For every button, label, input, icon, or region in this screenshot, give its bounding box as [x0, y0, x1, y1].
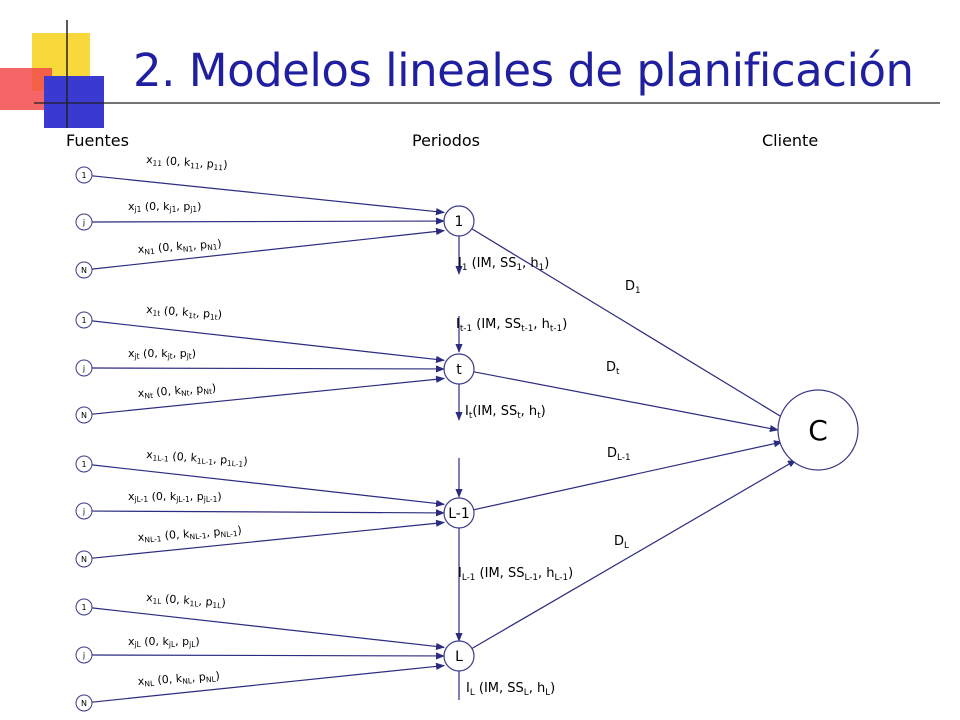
source-node-circle: [75, 311, 93, 329]
edge-label: xjt (0, kjt, pjt): [128, 347, 196, 361]
inventory-label: IL (IM, SSL, hL): [466, 681, 555, 698]
source-node-label: N: [81, 699, 87, 708]
inventory-label: IL-1 (IM, SSL-1, hL-1): [458, 566, 573, 583]
edge-label: x1L-1 (0, k1L-1, p1L-1): [146, 448, 248, 469]
source-node: j: [75, 213, 93, 231]
source-edge-9: [91, 519, 445, 559]
demand-label: DL-1: [607, 446, 631, 463]
demand-label: DL: [614, 534, 629, 551]
demand-edge-1: [471, 228, 791, 423]
source-node-label: j: [82, 651, 85, 660]
edge-label: xNt (0, kNt, pNt): [137, 382, 216, 402]
source-node-circle: [75, 550, 93, 568]
period-node-label: L: [455, 649, 463, 665]
source-node-label: 1: [81, 171, 86, 180]
source-node-circle: [75, 406, 93, 424]
source-edge-5: [91, 365, 445, 373]
source-node: N: [75, 550, 93, 568]
source-node-label: 1: [81, 316, 86, 325]
source-node-circle: [75, 646, 93, 664]
source-node: N: [75, 261, 93, 279]
source-node: j: [75, 359, 93, 377]
period-node: 1: [443, 205, 475, 237]
period-node-circle: [443, 497, 475, 529]
period-node-label: L-1: [448, 506, 470, 522]
source-node-circle: [75, 261, 93, 279]
edge-label: x11 (0, k11, p11): [146, 153, 228, 173]
period-node-circle: [443, 353, 475, 385]
source-edge-11: [91, 652, 445, 660]
client-node: C: [777, 389, 859, 471]
demand-edge-3: [473, 440, 783, 511]
header-fuentes: Fuentes: [66, 131, 129, 150]
page-title: 2. Modelos lineales de planificación: [133, 44, 914, 97]
edge-label: x1L (0, k1L, p1L): [146, 591, 227, 611]
period-node-circle: [443, 640, 475, 672]
source-node-label: 1: [81, 460, 86, 469]
source-node-label: N: [81, 266, 87, 275]
edges-layer: [91, 175, 797, 703]
edge-label: xjL (0, kjL, pjL): [128, 635, 200, 649]
source-edge-12: [91, 662, 445, 703]
title-decoration: [0, 20, 940, 128]
header-cliente: Cliente: [762, 131, 819, 150]
source-node: j: [75, 646, 93, 664]
edge-label: xNL-1 (0, kNL-1, pNL-1): [137, 524, 242, 545]
source-node: j: [75, 502, 93, 520]
edge-label: x1t (0, k1t, p1t): [146, 303, 223, 322]
period-node: L-1: [443, 497, 475, 529]
source-node-label: N: [81, 411, 87, 420]
source-edge-7: [91, 464, 445, 508]
deco-blue-square: [44, 76, 104, 128]
source-node-circle: [75, 359, 93, 377]
source-node-label: j: [82, 507, 85, 516]
source-node-circle: [75, 598, 93, 616]
source-node: 1: [75, 166, 93, 184]
source-node: N: [75, 694, 93, 712]
demand-label: Dt: [606, 360, 620, 377]
period-node-label: t: [456, 362, 462, 378]
client-node-circle: [777, 389, 859, 471]
period-node-circle: [443, 205, 475, 237]
source-node: N: [75, 406, 93, 424]
source-node: 1: [75, 311, 93, 329]
source-edge-8: [91, 509, 445, 517]
source-node-circle: [75, 502, 93, 520]
edge-label: xj1 (0, kj1, pj1): [128, 200, 201, 214]
inventory-label: I1 (IM, SS1, h1): [458, 256, 549, 273]
edge-label: xN1 (0, kN1, pN1): [137, 237, 222, 257]
demand-edge-4: [471, 459, 797, 649]
demand-edge-2: [473, 371, 779, 433]
inventory-label: It(IM, SSt, ht): [465, 404, 546, 421]
edge-label: xjL-1 (0, kjL-1, pjL-1): [128, 490, 222, 504]
source-node-circle: [75, 694, 93, 712]
period-node: t: [443, 353, 475, 385]
source-node-label: j: [82, 364, 85, 373]
header-periodos: Periodos: [412, 131, 481, 150]
source-node: 1: [75, 455, 93, 473]
labels-layer: x11 (0, k11, p11) xj1 (0, kj1, pj1) xN1 (0…: [128, 153, 641, 698]
source-edge-4: [91, 320, 445, 364]
source-node: 1: [75, 598, 93, 616]
source-node-label: j: [82, 218, 85, 227]
source-node-circle: [75, 213, 93, 231]
client-node-label: C: [808, 414, 828, 447]
source-node-circle: [75, 166, 93, 184]
source-edge-1: [91, 175, 445, 216]
period-node: L: [443, 640, 475, 672]
edge-label: xNL (0, kNL, pNL): [137, 669, 220, 689]
source-edge-10: [91, 607, 445, 651]
source-edge-2: [91, 217, 445, 225]
source-edge-3: [91, 227, 445, 270]
demand-label: D1: [625, 279, 641, 296]
source-edge-6: [91, 375, 445, 415]
source-node-circle: [75, 455, 93, 473]
source-node-label: N: [81, 555, 87, 564]
period-node-label: 1: [455, 214, 464, 230]
source-node-label: 1: [81, 603, 86, 612]
inventory-label: It-1 (IM, SSt-1, ht-1): [456, 317, 567, 334]
